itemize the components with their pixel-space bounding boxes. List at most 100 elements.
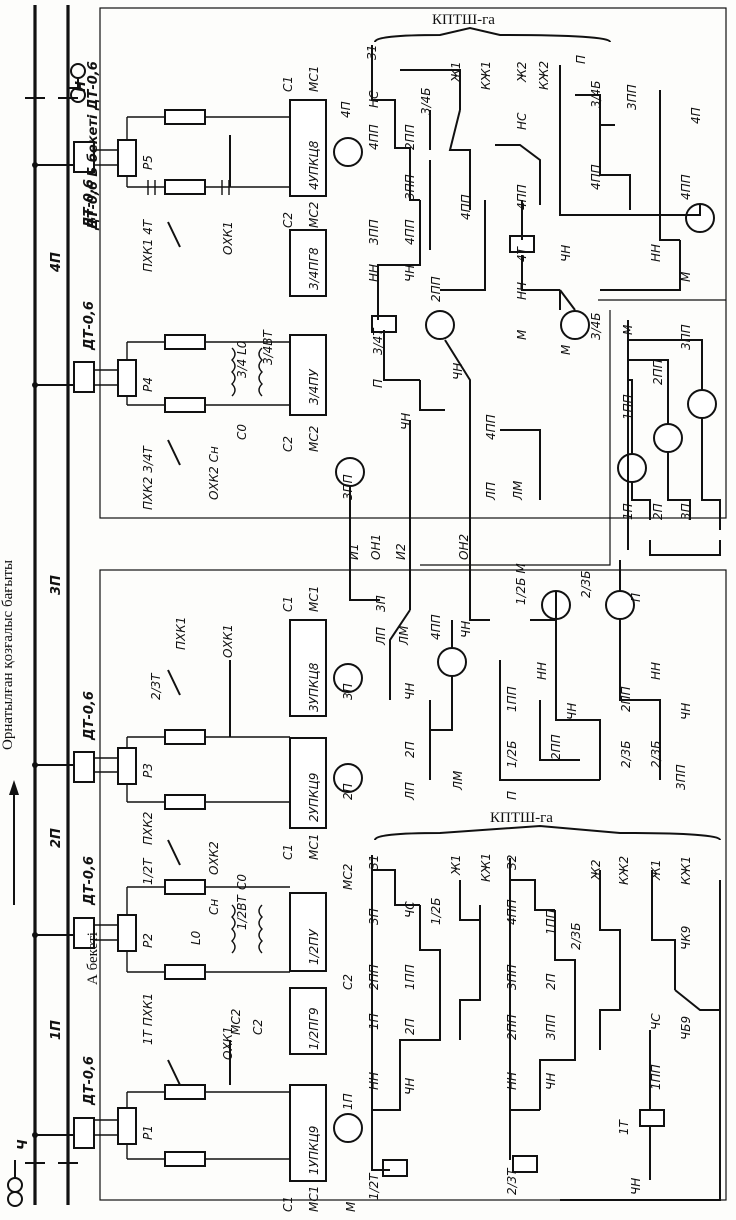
lbl-12t: 1/2Т xyxy=(141,857,155,885)
section-2p: 2П xyxy=(49,828,64,848)
lbl-cn-a: Сн xyxy=(207,899,221,915)
lbl-1t-b: 1Т xyxy=(617,1118,631,1135)
lbl-p-m: П xyxy=(505,791,519,800)
lbl-pkh2-34t: ПХК2 3/4Т xyxy=(141,444,155,510)
lbl-chb9: ЧБ9 xyxy=(679,1016,693,1040)
station-a-input-circuits xyxy=(94,729,290,1167)
relay-r5: Р5 xyxy=(141,155,155,170)
lbl-4p-2: 4П xyxy=(689,107,703,124)
lbl-pkh2-a: ПХК2 xyxy=(141,812,155,845)
lbl-chn-3: ЧН xyxy=(451,363,465,380)
unit-34pg8: 3/4ПГ8 xyxy=(307,247,321,290)
dt-label-2: ДТ-0,6 xyxy=(82,301,97,351)
lbl-i1: И1 xyxy=(347,543,361,560)
lbl-chs-2: ЧС xyxy=(649,1013,663,1030)
contact-network-lower xyxy=(371,855,721,1201)
lbl-z2-bot: З2 xyxy=(505,855,519,870)
lbl-4pp-3: 4ПП xyxy=(515,184,529,210)
lbl-3pp-b2: 3ПП xyxy=(544,1014,558,1040)
lbl-3pp-2: 3ПП xyxy=(367,219,381,245)
lbl-c1-a1: С1 xyxy=(281,596,295,612)
contact-network-right xyxy=(627,320,721,556)
direction-arrow xyxy=(9,780,19,905)
lbl-nn-4: НН xyxy=(535,662,549,680)
relay-r4: Р4 xyxy=(141,377,155,392)
lbl-ns-1: НС xyxy=(367,90,381,108)
lbl-zh2-bot: Ж2 xyxy=(589,859,603,881)
lbl-chk9: ЧК9 xyxy=(679,926,693,950)
lbl-1p-b: 1П xyxy=(367,1013,381,1030)
dt-label-5: ДТ-0,6 xyxy=(82,1056,97,1106)
lbl-z1-bot: З1 xyxy=(367,855,381,870)
kptsh-brace-top xyxy=(374,26,611,43)
lbl-chn-b: ЧН xyxy=(403,1078,417,1095)
lbl-nn-5: НН xyxy=(649,662,663,680)
lbl-4pp-8: 4ПП xyxy=(429,614,443,640)
lbl-okh1-a2: ОХК1 xyxy=(221,1026,235,1060)
lbl-3p-r: 3П xyxy=(679,503,693,520)
lbl-c2-a2: С2 xyxy=(251,1019,265,1035)
lbl-nn-b2: НН xyxy=(505,1072,519,1090)
lbl-co-b: С0 xyxy=(235,424,249,440)
lbl-ms2-a: МС2 xyxy=(341,864,355,890)
lbl-2p-m: 2П xyxy=(403,741,417,758)
lbl-m-b: М xyxy=(344,1201,358,1212)
lbl-4pp-4: 4ПП xyxy=(403,219,417,245)
lbl-c0-a: С0 xyxy=(235,874,249,890)
lbl-m-1: М xyxy=(515,329,529,340)
kptsh-label-bottom: КПТШ-га xyxy=(490,810,553,826)
contact-network-upper xyxy=(349,45,701,560)
lbl-pkh1-a: ПХК1 xyxy=(174,617,188,650)
lbl-126-b: 1/2Б xyxy=(429,897,443,925)
lbl-236: 2/3Б xyxy=(579,570,593,598)
lbl-236-b: 2/3Б xyxy=(569,922,583,950)
unit-4upkts8: 4УПКЦ8 xyxy=(307,140,321,190)
lbl-okh2-a: ОХК2 xyxy=(207,841,221,875)
lbl-4pp-7: 4ПП xyxy=(679,174,693,200)
lbl-1pp-b: 1ПП xyxy=(403,964,417,990)
lbl-2pp-5: 2ПП xyxy=(549,734,563,760)
lbl-34t-2: 3/4Т xyxy=(371,327,385,355)
lbl-3pp-top: 3ПП xyxy=(403,174,417,200)
lbl-chn-2: ЧН xyxy=(559,245,573,262)
lbl-1pp: 1ПП xyxy=(621,394,635,420)
lbl-zh1-bot: Ж1 xyxy=(449,854,463,876)
lbl-ms1-a2: МС1 xyxy=(307,834,321,860)
lbl-34b-1: 3/4Б xyxy=(419,87,433,115)
lbl-2p-r: 2П xyxy=(651,503,665,520)
unit-3upkts8: 3УПКЦ8 xyxy=(307,662,321,712)
lbl-2p: 2П xyxy=(341,783,355,800)
lbl-m-4: М xyxy=(621,324,635,335)
direction-caption: Орнатылған қозғалыс бағыты xyxy=(0,560,16,750)
relay-r3: Р3 xyxy=(141,763,155,778)
lbl-4pp-b: 4ПП xyxy=(505,899,519,925)
lbl-c2-a: С2 xyxy=(341,974,355,990)
station-b-frame xyxy=(99,7,727,519)
lbl-kzh2-top: КЖ2 xyxy=(537,61,551,90)
lbl-chn-b2: ЧН xyxy=(544,1073,558,1090)
lbl-lp-3: ЛП xyxy=(403,782,417,801)
lbl-kzh1-top: КЖ1 xyxy=(479,61,493,90)
lbl-4pp-5: 4ПП xyxy=(484,414,498,440)
lbl-pkh1-4t: ПХК1 4Т xyxy=(141,218,155,272)
lbl-i2: И2 xyxy=(394,543,408,560)
unit-blocks xyxy=(289,99,327,1182)
lbl-3pp-3: 3ПП xyxy=(625,84,639,110)
lbl-34b-2: 3/4Б xyxy=(589,312,603,340)
signal-ch-label: Ч xyxy=(16,1139,31,1150)
relay-coils xyxy=(333,137,717,1143)
lbl-126: 1/2Б xyxy=(505,740,519,768)
lbl-ms2-b: МС2 xyxy=(307,202,321,228)
lbl-1pp-2: 1ПП xyxy=(505,686,519,712)
lbl-c1-a3: С1 xyxy=(281,1196,295,1212)
lbl-m-3: М xyxy=(679,271,693,282)
lbl-chn-4: ЧН xyxy=(399,413,413,430)
lbl-zh1-bot2: Ж1 xyxy=(649,859,663,881)
lbl-ms1-a3: МС1 xyxy=(307,1186,321,1212)
lbl-23t: 2/3Т xyxy=(149,672,163,700)
kptsh-brace-bottom xyxy=(374,824,721,841)
section-4p: 4П xyxy=(49,252,64,273)
lbl-m-2: М xyxy=(559,344,573,355)
lbl-l0-a: L0 xyxy=(189,930,203,945)
lbl-ns-2: НС xyxy=(515,112,529,130)
